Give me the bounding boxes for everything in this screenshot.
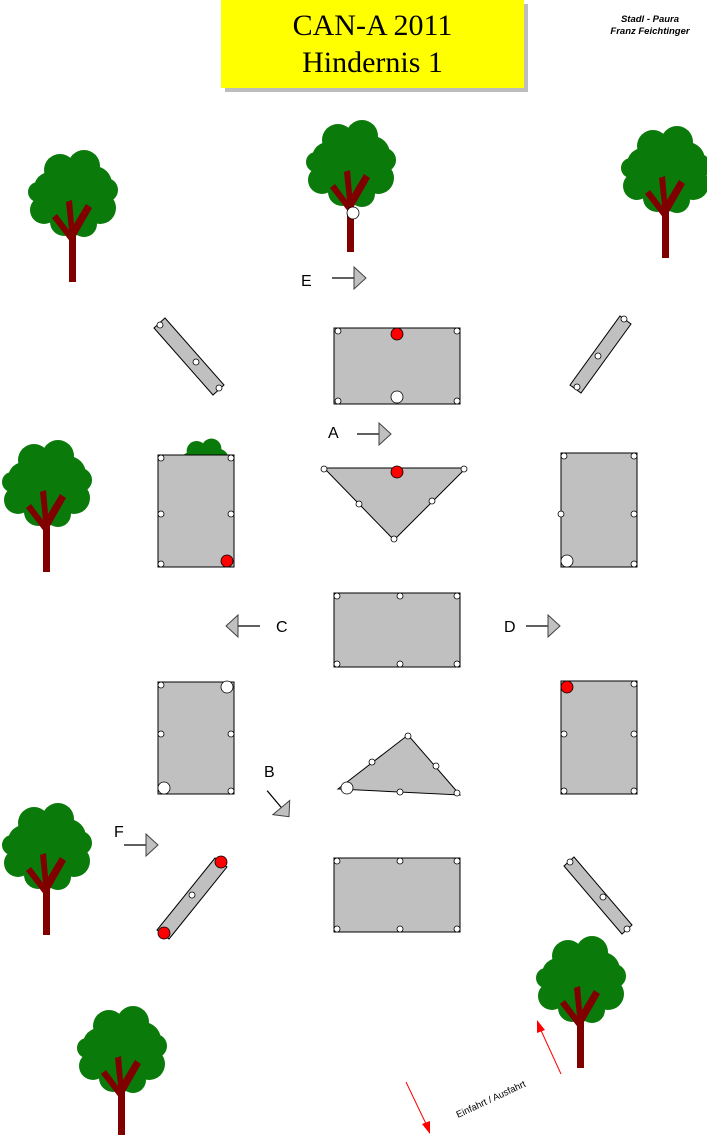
tree: [77, 1006, 167, 1135]
gate-label-a: A: [328, 425, 339, 442]
red-marker: [390, 327, 404, 341]
gate-label-e: E: [301, 273, 312, 290]
tree: [621, 126, 707, 258]
obstacle-triangle-top: [320, 465, 468, 543]
tree: [2, 803, 92, 935]
obstacle-triangle-bottom: [336, 732, 462, 797]
tree: [28, 150, 118, 282]
credit-line-1: Stadl - Paura: [620, 14, 680, 25]
gate-label-b: B: [264, 764, 275, 781]
obstacle-left-upper: [157, 454, 235, 568]
title-line-1: CAN-A 2011: [292, 9, 453, 42]
bar-bottom-right: [563, 856, 633, 935]
gate-label-c: C: [276, 619, 288, 636]
obstacle-centre-top: [333, 327, 461, 405]
gate-arrow-b: [258, 783, 299, 825]
entry-arrow: [537, 1020, 562, 1075]
red-marker: [390, 465, 404, 479]
bar-bottom-left: [156, 855, 228, 940]
gate-arrow-c: [225, 614, 261, 638]
red-marker: [214, 855, 228, 869]
obstacle-right-upper: [557, 452, 638, 568]
entry-exit-label: Einfahrt / Ausfahrt: [455, 1079, 528, 1121]
gate-arrow-f: [123, 833, 159, 857]
title-box: CAN-A 2011 Hindernis 1: [221, 0, 524, 88]
red-marker: [157, 926, 171, 940]
gate-label-d: D: [504, 619, 516, 636]
obstacle-left-lower: [157, 680, 235, 795]
bar-top-left: [153, 317, 225, 396]
title-line-2: Hindernis 1: [302, 46, 443, 79]
credit: Stadl - Paura Franz Feichtinger: [590, 14, 707, 38]
exit-arrow: [405, 1081, 430, 1134]
gate-label-f: F: [114, 824, 124, 841]
credit-line-2: Franz Feichtinger: [610, 26, 690, 37]
tree: [2, 440, 92, 572]
gate-arrow-d: [525, 614, 561, 638]
red-marker: [220, 554, 234, 568]
tree: [306, 120, 396, 252]
red-marker: [560, 680, 574, 694]
gate-arrow-e: [331, 266, 367, 290]
obstacle-centre-middle: [333, 592, 461, 668]
bar-top-right: [569, 315, 632, 394]
obstacle-right-lower: [560, 680, 638, 795]
obstacle-centre-bottom: [333, 857, 461, 933]
gate-arrow-a: [356, 422, 392, 446]
